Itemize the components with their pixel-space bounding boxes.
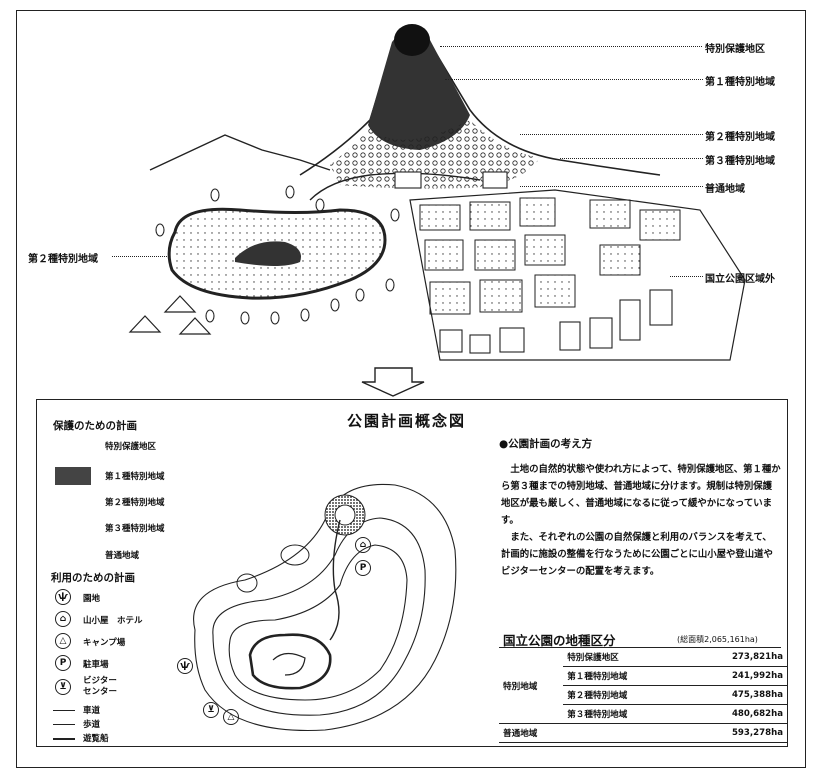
line-road [53, 710, 75, 711]
table-row: 第１種特別地域 241,992ha [499, 666, 787, 686]
legend-parking: 駐車場 [83, 660, 109, 670]
map-visitor-icon: ⊻ [203, 702, 219, 718]
camp-icon: △ [55, 633, 71, 649]
class2-zone [228, 544, 408, 701]
main-mountain-outline [299, 27, 661, 176]
label-ordinary: 普通地域 [705, 184, 745, 195]
table-row-ordinary: 普通地域 593,278ha [499, 723, 787, 743]
map-camp-icon: △ [223, 709, 239, 725]
row-area: 241,992ha [697, 666, 787, 686]
leader-ordinary [520, 186, 703, 187]
legend-camp: キャンプ場 [83, 638, 126, 648]
ordinary-name: 普通地域 [499, 723, 698, 743]
legend-pond: 園地 [83, 594, 101, 604]
legend-special-protection: 特別保護地区 [105, 442, 157, 452]
table-row: 特別地域 特別保護地区 273,821ha [499, 648, 787, 692]
table-title: 国立公園の地種区分 [503, 633, 616, 648]
row-area: 480,682ha [697, 704, 787, 724]
leader-class2 [520, 134, 703, 135]
map-road [329, 519, 341, 641]
lakeside-trees [155, 185, 400, 325]
concept-paragraph-2: また、それぞれの公園の自然保護と利用のバランスを考えて、計画的に施設の整備を行な… [501, 532, 773, 577]
class3-zone [212, 517, 426, 716]
visitor-center-icon: ⊻ [55, 679, 71, 695]
legend-hut-hotel: 山小屋 ホテル [83, 616, 143, 626]
leader-special-protection [440, 46, 702, 47]
pond-icon: ѱ [55, 589, 71, 605]
label-class2-left: 第２種特別地域 [28, 254, 98, 265]
line-boat [53, 738, 75, 740]
outer-frame [16, 10, 806, 768]
panel-title: 公園計画概念図 [347, 412, 467, 430]
row-area: 475,388ha [697, 685, 787, 705]
table-row: 第３種特別地域 480,682ha [499, 704, 787, 724]
label-class1: 第１種特別地域 [705, 77, 775, 88]
concept-body: 土地の自然的状態や使われ方によって、特別保護地区、第１種から第３種までの特別地域… [501, 461, 781, 580]
park-zoning-illustration [128, 24, 746, 397]
map-parking-icon: P [355, 560, 371, 576]
mountain-road [309, 172, 481, 201]
hill-small [236, 573, 258, 593]
hill-medium [280, 544, 310, 566]
label-class3: 第３種特別地域 [705, 156, 775, 167]
parking-icon: P [55, 655, 71, 671]
ordinary-zone [193, 483, 457, 732]
lake-boat-route [248, 633, 332, 690]
legend-visitor-center: ビジター センター [83, 676, 118, 697]
use-heading: 利用のための計画 [51, 572, 135, 584]
town-houses [394, 171, 673, 354]
protection-heading: 保護のための計画 [53, 420, 137, 432]
legend-road: 車道 [83, 706, 101, 716]
down-arrow [361, 367, 425, 397]
special-protection-zone [334, 504, 356, 526]
group-label: 特別地域 [503, 681, 538, 692]
concept-heading: ●公園計画の考え方 [499, 438, 593, 450]
ordinary-area: 593,278ha [697, 723, 787, 743]
map-hut-icon: ⌂ [355, 537, 371, 553]
town-blocks [419, 197, 681, 315]
legend-boat: 遊覧船 [83, 734, 109, 744]
legend-ordinary: 普通地域 [105, 551, 140, 561]
summit-special-protection [394, 24, 430, 56]
label-special-protection: 特別保護地区 [705, 44, 765, 55]
table-row: 第２種特別地域 475,388ha [499, 685, 787, 705]
class1-forest-area [368, 29, 470, 151]
campsite-tents [128, 295, 212, 335]
class2-forest-area [330, 120, 540, 189]
table-title-rule [499, 647, 781, 648]
lake-trail [272, 652, 306, 676]
concept-map [193, 483, 457, 732]
legend-class3: 第３種特別地域 [105, 524, 165, 534]
label-outside: 国立公園区域外 [705, 274, 775, 285]
leader-class3 [560, 158, 703, 159]
row-name: 第３種特別地域 [563, 704, 698, 724]
map-pond-icon: ѱ [177, 658, 193, 674]
leader-outside [670, 276, 703, 277]
legend-class1: 第１種特別地域 [105, 472, 165, 482]
left-mountain-outline [149, 134, 331, 171]
legend-trail: 歩道 [83, 720, 101, 730]
swatch-class1 [55, 467, 91, 485]
town-area [409, 189, 746, 361]
table-total: (総面積2,065,161ha) [677, 635, 758, 644]
area-table: 特別地域 特別保護地区 273,821ha 第１種特別地域 241,992ha … [499, 648, 787, 743]
row-area: 273,821ha [697, 648, 787, 667]
line-trail [53, 724, 75, 725]
park-plan-panel: 公園計画概念図 保護のための計画 特別保護地区 第１種特別地域 第２種特別地域 … [36, 399, 788, 747]
row-name: 特別保護地区 [563, 648, 698, 667]
hut-icon: ⌂ [55, 611, 71, 627]
row-name: 第１種特別地域 [563, 666, 698, 686]
row-name: 第２種特別地域 [563, 685, 698, 705]
concept-paragraph-1: 土地の自然的状態や使われ方によって、特別保護地区、第１種から第３種までの特別地域… [501, 464, 781, 526]
leader-class1 [445, 79, 703, 80]
leader-class2-left [112, 256, 167, 257]
lake-island [235, 241, 301, 266]
label-class2-right: 第２種特別地域 [705, 132, 775, 143]
legend-class2: 第２種特別地域 [105, 498, 165, 508]
